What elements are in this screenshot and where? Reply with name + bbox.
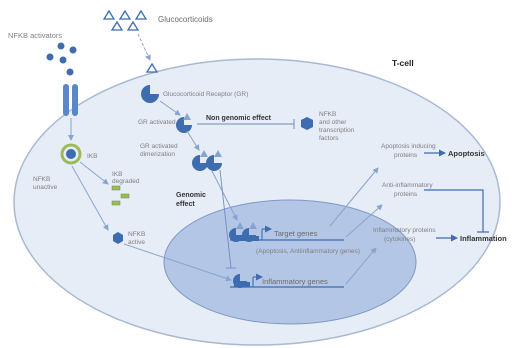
arrow-inflam-genes-to-proteins	[345, 247, 377, 285]
circle-icon	[66, 68, 74, 76]
glucocorticoids-label: Glucocorticoids	[158, 15, 213, 24]
nfkb-unactive-label-2: unactive	[33, 184, 58, 191]
circle-icon	[46, 53, 54, 61]
apoptosis-proteins-label-1: Apoptosis inducing	[381, 143, 436, 150]
ikb-degraded-icon	[111, 185, 130, 206]
triangle-icon	[145, 62, 159, 73]
gr-activated-label: GR activated	[138, 119, 176, 126]
nucleus	[163, 199, 417, 325]
ikb-degraded-label-1: IKB	[112, 171, 122, 178]
arrow-ikb-to-nfkb-active	[71, 165, 109, 231]
inflam-proteins-label-1: Inflammatory proteins	[373, 227, 436, 234]
gr-label: Glucocorticoid Receptor (GR)	[163, 91, 248, 98]
arrow-activated-to-dimer	[186, 130, 200, 151]
tcell-label: T-cell	[392, 58, 414, 68]
nfkb-tf-label-4: factors	[319, 135, 339, 142]
dimer-inhibits-inflam-genes	[219, 169, 232, 269]
triangle-icon	[126, 20, 140, 31]
circle-icon	[59, 56, 67, 64]
gr-dimer-icon	[192, 150, 222, 171]
ikb-nfkb-complex-icon	[60, 143, 82, 165]
gr-dim-label-2: dimerization	[140, 151, 175, 158]
arrow-gc-entry	[137, 33, 151, 61]
ikb-label: IKB	[87, 153, 97, 160]
apoptosis-label: Apoptosis	[448, 149, 485, 158]
arrow-target-to-antiinflam	[345, 204, 383, 238]
nfkb-activators-label: NFKB activators	[8, 31, 62, 40]
circle-icon	[57, 42, 65, 50]
nfkb-active-label-2: active	[128, 239, 145, 246]
triangle-icon	[110, 20, 124, 31]
target-gene-complex-icon	[229, 222, 259, 242]
nfkb-tf-label-1: NFKB	[319, 111, 336, 118]
triangle-icon	[134, 9, 148, 20]
triangle-icon	[102, 9, 116, 20]
arrow-nfkb-to-inflam-genes	[123, 243, 232, 282]
inflam-proteins-label-2: (cytokines)	[384, 236, 415, 243]
antiinflam-label-2: proteins	[394, 191, 418, 198]
circle-icon	[69, 46, 77, 54]
nfkb-active-hexagon-icon	[113, 232, 123, 244]
ikb-degraded-label-2: degraded	[112, 178, 140, 185]
nfkb-tf-label-3: transcription	[319, 127, 355, 134]
nfkb-unactive-label-1: NFKB	[33, 176, 50, 183]
gr-activated-icon	[176, 113, 192, 133]
arrow-dimer-to-target	[211, 170, 238, 221]
non-genomic-label: Non genomic effect	[206, 115, 272, 122]
target-genes-label: Target genes	[274, 229, 318, 238]
inflammation-label: Inflammation	[460, 234, 507, 243]
antiinflam-label-1: Anti-inflammatory	[382, 182, 433, 189]
apoptosis-proteins-label-2: proteins	[394, 152, 418, 159]
arrow-gr-to-activated	[159, 100, 181, 116]
nfkb-tf-hexagon-icon	[301, 117, 313, 130]
inflammatory-genes-label: Inflammatory genes	[262, 277, 328, 286]
triangle-icon	[118, 9, 132, 20]
antiinflam-inhibits-inflammation	[424, 189, 484, 232]
nfkb-activator-molecules	[46, 42, 77, 76]
genomic-label-2: effect	[176, 201, 195, 208]
glucocorticoid-receptor-icon	[141, 85, 159, 103]
nfkb-active-label-1: NFKB	[128, 231, 145, 238]
glucocorticoid-molecules	[102, 9, 159, 73]
membrane-receptor-icon	[63, 84, 78, 116]
arrow-target-to-apoptosis-proteins	[329, 167, 379, 227]
target-genes-sub-label: (Apoptosis, Antiinflammatory genes)	[256, 248, 360, 255]
nfkb-tf-label-2: and other	[319, 119, 347, 126]
inflam-gene-complex-icon	[233, 274, 250, 288]
gr-dim-label-1: GR activated	[140, 143, 178, 150]
genomic-label-1: Genomic	[176, 192, 206, 199]
arrow-ikb-to-degraded	[79, 161, 109, 185]
